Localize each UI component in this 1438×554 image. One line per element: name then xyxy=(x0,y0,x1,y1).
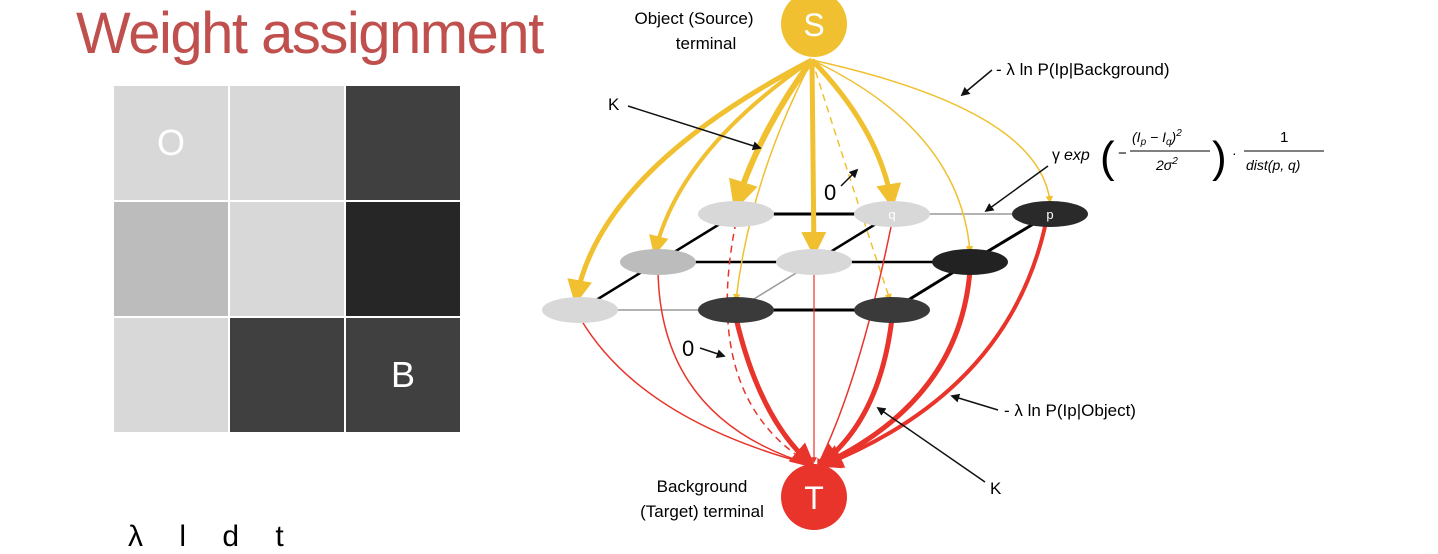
grid-cell xyxy=(230,318,344,432)
background-weight-label: - λ ln P(Ip|Background) xyxy=(996,60,1170,79)
node-pixel xyxy=(854,297,930,323)
node-pixel xyxy=(776,249,852,275)
node-q xyxy=(854,201,930,227)
source-label-line2: terminal xyxy=(676,34,736,53)
grid-cell-label: O xyxy=(156,122,185,163)
node-p-label: p xyxy=(1046,207,1053,222)
target-label-line1: Background xyxy=(657,477,748,496)
zero-label-bottom: 0 xyxy=(682,336,694,361)
object-weight-label: - λ ln P(Ip|Object) xyxy=(1004,401,1136,420)
target-letter: T xyxy=(804,480,824,516)
graph-cut-diagram: q p S Object (Source) terminal T Backgro… xyxy=(542,0,1324,530)
exp-symbol: exp xyxy=(1064,147,1090,164)
lattice-nodes xyxy=(542,201,1088,323)
formula-denominator: 2σ2 xyxy=(1155,156,1178,173)
source-edges xyxy=(567,57,1054,305)
source-letter: S xyxy=(803,7,824,43)
slide-title: Weight assignment xyxy=(76,1,544,66)
source-label-line1: Object (Source) xyxy=(634,9,753,28)
node-pixel xyxy=(698,201,774,227)
boundary-formula: γ exp ( − (Ip − Iq)2 2σ2 ) · 1 dist(p, q… xyxy=(1052,128,1324,182)
right-paren: ) xyxy=(1212,133,1227,182)
minus-sign: − xyxy=(1118,145,1127,162)
k-label-top: K xyxy=(608,95,620,114)
bottom-text-fragment: λ l d t xyxy=(128,520,298,553)
grid-cell xyxy=(230,86,344,200)
node-pixel xyxy=(932,249,1008,275)
grid-cell xyxy=(230,202,344,316)
left-paren: ( xyxy=(1100,133,1115,182)
gamma-symbol: γ xyxy=(1052,147,1060,164)
target-label-line2: (Target) terminal xyxy=(640,502,764,521)
formula-numerator: (Ip − Iq)2 xyxy=(1132,128,1182,148)
node-pixel xyxy=(620,249,696,275)
grid-cell: O xyxy=(114,86,228,200)
grid-cell xyxy=(346,86,460,200)
target-terminal xyxy=(781,464,847,530)
dot-operator: · xyxy=(1232,145,1237,161)
target-edges xyxy=(579,221,1048,469)
pixel-grid: O B xyxy=(114,86,460,432)
source-terminal xyxy=(781,0,847,57)
node-q-label: q xyxy=(888,207,895,222)
zero-label-top: 0 xyxy=(824,180,836,205)
node-pixel xyxy=(542,297,618,323)
node-pixel xyxy=(698,297,774,323)
fraction-one: 1 xyxy=(1280,129,1288,146)
fraction-dist: dist(p, q) xyxy=(1246,157,1300,173)
grid-cell xyxy=(114,318,228,432)
grid-cell xyxy=(114,202,228,316)
annotation-arrows xyxy=(627,69,1049,483)
node-p xyxy=(1012,201,1088,227)
grid-cell: B xyxy=(346,318,460,432)
k-label-bottom: K xyxy=(990,479,1002,498)
grid-cell xyxy=(346,202,460,316)
grid-cell-label: B xyxy=(390,354,415,395)
